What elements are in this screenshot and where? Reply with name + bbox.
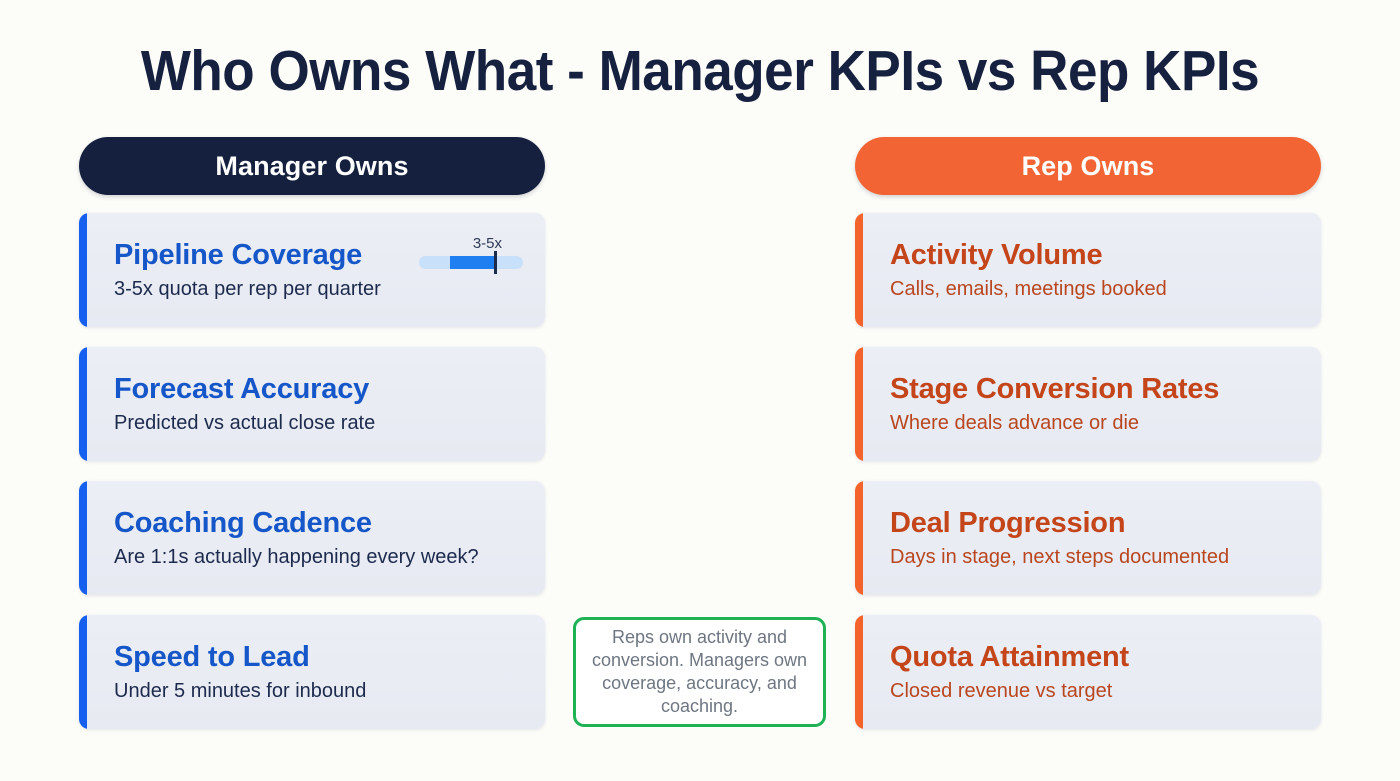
manager-card-list: Pipeline Coverage 3-5x quota per rep per… (79, 213, 545, 729)
accent-bar-icon (855, 213, 863, 327)
card-body: Coaching Cadence Are 1:1s actually happe… (79, 506, 545, 570)
card-subtitle: Are 1:1s actually happening every week? (114, 546, 479, 568)
card-subtitle: Calls, emails, meetings booked (890, 278, 1167, 300)
kpi-card-speed-to-lead[interactable]: Speed to Lead Under 5 minutes for inboun… (79, 615, 545, 729)
card-title: Pipeline Coverage (114, 239, 363, 271)
card-subtitle: Where deals advance or die (890, 412, 1140, 434)
card-subtitle: Closed revenue vs target (890, 680, 1113, 702)
card-subtitle: 3-5x quota per rep per quarter (114, 278, 381, 300)
card-title: Quota Attainment (890, 641, 1129, 673)
accent-bar-icon (79, 213, 87, 327)
card-title: Stage Conversion Rates (890, 373, 1220, 405)
kpi-card-quota-attainment[interactable]: Quota Attainment Closed revenue vs targe… (855, 615, 1321, 729)
card-title: Activity Volume (890, 239, 1103, 271)
accent-bar-icon (79, 481, 87, 595)
card-title: Speed to Lead (114, 641, 310, 673)
card-body: Stage Conversion Rates Where deals advan… (855, 372, 1321, 436)
card-title: Deal Progression (890, 507, 1126, 539)
rep-owns-header: Rep Owns (855, 137, 1321, 195)
kpi-card-activity-volume[interactable]: Activity Volume Calls, emails, meetings … (855, 213, 1321, 327)
rep-column: Rep Owns Activity Volume Calls, emails, … (855, 137, 1321, 729)
kpi-card-pipeline-coverage[interactable]: Pipeline Coverage 3-5x quota per rep per… (79, 213, 545, 327)
card-subtitle: Days in stage, next steps documented (890, 546, 1230, 568)
card-body: Activity Volume Calls, emails, meetings … (855, 238, 1321, 302)
rep-card-list: Activity Volume Calls, emails, meetings … (855, 213, 1321, 729)
summary-callout: Reps own activity and conversion. Manage… (573, 617, 826, 727)
kpi-card-coaching-cadence[interactable]: Coaching Cadence Are 1:1s actually happe… (79, 481, 545, 595)
accent-bar-icon (79, 347, 87, 461)
gauge-fill (450, 256, 494, 269)
card-body: Forecast Accuracy Predicted vs actual cl… (79, 372, 545, 436)
card-subtitle: Predicted vs actual close rate (114, 412, 376, 434)
card-body: Deal Progression Days in stage, next ste… (855, 506, 1321, 570)
summary-callout-text: Reps own activity and conversion. Manage… (591, 627, 808, 716)
card-title: Coaching Cadence (114, 507, 372, 539)
card-subtitle: Under 5 minutes for inbound (114, 680, 367, 702)
accent-bar-icon (79, 615, 87, 729)
page-title: Who Owns What - Manager KPIs vs Rep KPIs (140, 39, 1260, 103)
kpi-card-deal-progression[interactable]: Deal Progression Days in stage, next ste… (855, 481, 1321, 595)
card-title: Forecast Accuracy (114, 373, 370, 405)
card-body: Quota Attainment Closed revenue vs targe… (855, 640, 1321, 704)
kpi-card-forecast-accuracy[interactable]: Forecast Accuracy Predicted vs actual cl… (79, 347, 545, 461)
kpi-card-stage-conversion-rates[interactable]: Stage Conversion Rates Where deals advan… (855, 347, 1321, 461)
accent-bar-icon (855, 615, 863, 729)
gauge-marker-icon (493, 251, 497, 274)
manager-column: Manager Owns Pipeline Coverage 3-5x quot… (79, 137, 545, 729)
manager-owns-header: Manager Owns (79, 137, 545, 195)
card-body: Speed to Lead Under 5 minutes for inboun… (79, 640, 545, 704)
accent-bar-icon (855, 481, 863, 595)
gauge-value-label: 3-5x (472, 235, 502, 252)
card-body: Pipeline Coverage 3-5x quota per rep per… (79, 238, 545, 302)
gauge-track (419, 251, 523, 274)
accent-bar-icon (855, 347, 863, 461)
pipeline-coverage-gauge: 3-5x (419, 235, 523, 274)
